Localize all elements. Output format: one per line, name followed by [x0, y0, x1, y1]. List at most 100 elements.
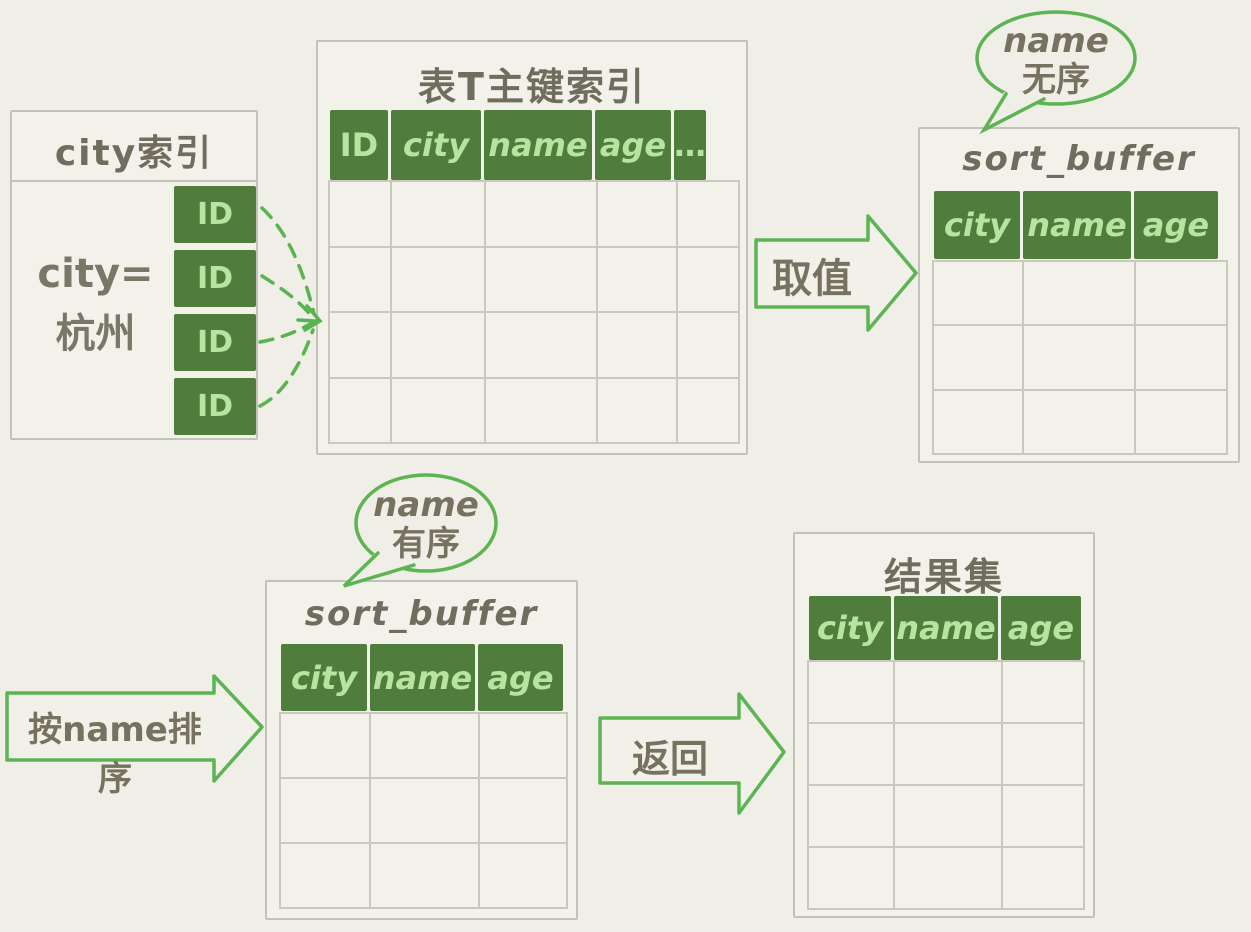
empty-cell: [895, 662, 1001, 722]
id-cell: ID: [174, 314, 256, 371]
empty-cell: [281, 844, 369, 907]
city-index-table: city索引 city= 杭州 ID ID ID ID: [10, 110, 258, 440]
header-cell-id: ID: [330, 110, 388, 180]
primary-index-table: 表T主键索引 ID city name age …: [316, 40, 748, 455]
header-cell-age: age: [595, 110, 671, 180]
result-set-header-row: city name age: [809, 596, 1081, 660]
empty-cell: [480, 844, 566, 907]
header-cell-city: city: [391, 110, 481, 180]
empty-cell: [330, 247, 390, 311]
empty-cell: [486, 182, 596, 246]
sort-buffer-sorted-body-grid: [279, 712, 568, 909]
empty-cell: [809, 848, 893, 908]
header-cell-ellipsis: …: [674, 110, 706, 180]
result-set-table: 结果集 city name age: [793, 532, 1095, 918]
header-cell-city: city: [281, 644, 367, 711]
divider: [12, 180, 256, 182]
header-cell-city: city: [934, 191, 1020, 259]
result-set-body-grid: [807, 660, 1085, 910]
city-condition-line1: city=: [37, 251, 154, 297]
empty-cell: [1003, 662, 1083, 722]
empty-cell: [330, 378, 390, 442]
sort-buffer-unsorted-table: sort_buffer city name age: [918, 127, 1240, 463]
bubble-line1: name: [1003, 21, 1109, 61]
return-arrow-label: 返回: [631, 737, 708, 781]
header-cell-city: city: [809, 596, 891, 660]
empty-cell: [1136, 262, 1226, 325]
empty-cell: [678, 247, 738, 311]
empty-cell: [392, 313, 484, 377]
primary-index-header-row: ID city name age …: [330, 110, 706, 180]
empty-cell: [1024, 390, 1134, 453]
empty-cell: [809, 724, 893, 784]
result-set-title: 结果集: [883, 555, 1004, 599]
empty-cell: [392, 247, 484, 311]
empty-cell: [392, 182, 484, 246]
city-condition-label: city= 杭州: [18, 244, 173, 364]
empty-cell: [1003, 786, 1083, 846]
empty-cell: [1024, 326, 1134, 389]
empty-cell: [598, 247, 676, 311]
empty-cell: [330, 182, 390, 246]
empty-cell: [809, 786, 893, 846]
empty-cell: [895, 786, 1001, 846]
header-cell-age: age: [1001, 596, 1081, 660]
sort-buffer-unsorted-header-row: city name age: [934, 191, 1218, 259]
id-cell: ID: [174, 250, 256, 307]
id-cell: ID: [174, 186, 256, 243]
empty-cell: [392, 378, 484, 442]
city-condition-line2: 杭州: [55, 311, 136, 357]
header-cell-name: name: [370, 644, 475, 711]
empty-cell: [809, 662, 893, 722]
id-cell: ID: [174, 378, 256, 435]
header-cell-name: name: [484, 110, 592, 180]
empty-cell: [1024, 262, 1134, 325]
sort-buffer-sorted-table: sort_buffer city name age: [265, 580, 578, 920]
empty-cell: [598, 182, 676, 246]
empty-cell: [486, 378, 596, 442]
empty-cell: [678, 378, 738, 442]
primary-index-body-grid: [328, 180, 740, 444]
dashed-line: [260, 206, 316, 316]
empty-cell: [486, 313, 596, 377]
bubble-name-sorted-label: name 有序: [356, 485, 496, 565]
header-cell-age: age: [478, 644, 563, 711]
empty-cell: [678, 182, 738, 246]
empty-cell: [486, 247, 596, 311]
empty-cell: [371, 779, 478, 842]
empty-cell: [1003, 848, 1083, 908]
empty-cell: [678, 313, 738, 377]
dashed-connectors: [258, 206, 316, 408]
fetch-arrow-label: 取值: [772, 256, 852, 302]
dashed-line: [260, 274, 315, 320]
primary-index-title: 表T主键索引: [418, 65, 646, 109]
bubble-name-unsorted-label: name 无序: [976, 21, 1136, 101]
header-cell-name: name: [1023, 191, 1131, 259]
bubble-line2: 有序: [392, 524, 460, 565]
sort-buffer-unsorted-title: sort_buffer: [962, 139, 1196, 179]
empty-cell: [281, 779, 369, 842]
empty-cell: [330, 313, 390, 377]
sort-buffer-sorted-header-row: city name age: [281, 644, 563, 711]
sort-arrow-label: 按name排序: [28, 710, 202, 799]
city-index-title: city索引: [54, 133, 214, 174]
empty-cell: [895, 724, 1001, 784]
empty-cell: [1136, 390, 1226, 453]
header-cell-age: age: [1134, 191, 1218, 259]
empty-cell: [281, 714, 369, 777]
empty-cell: [934, 326, 1022, 389]
bubble-line1: name: [373, 485, 479, 525]
arrowhead-tick: [296, 318, 318, 323]
empty-cell: [934, 262, 1022, 325]
dashed-line: [258, 321, 314, 344]
empty-cell: [934, 390, 1022, 453]
empty-cell: [895, 848, 1001, 908]
header-cell-name: name: [894, 596, 998, 660]
empty-cell: [598, 313, 676, 377]
empty-cell: [480, 714, 566, 777]
dashed-line: [258, 328, 315, 408]
bubble-line2: 无序: [1022, 60, 1090, 101]
sort-buffer-sorted-title: sort_buffer: [304, 594, 539, 634]
empty-cell: [1136, 326, 1226, 389]
